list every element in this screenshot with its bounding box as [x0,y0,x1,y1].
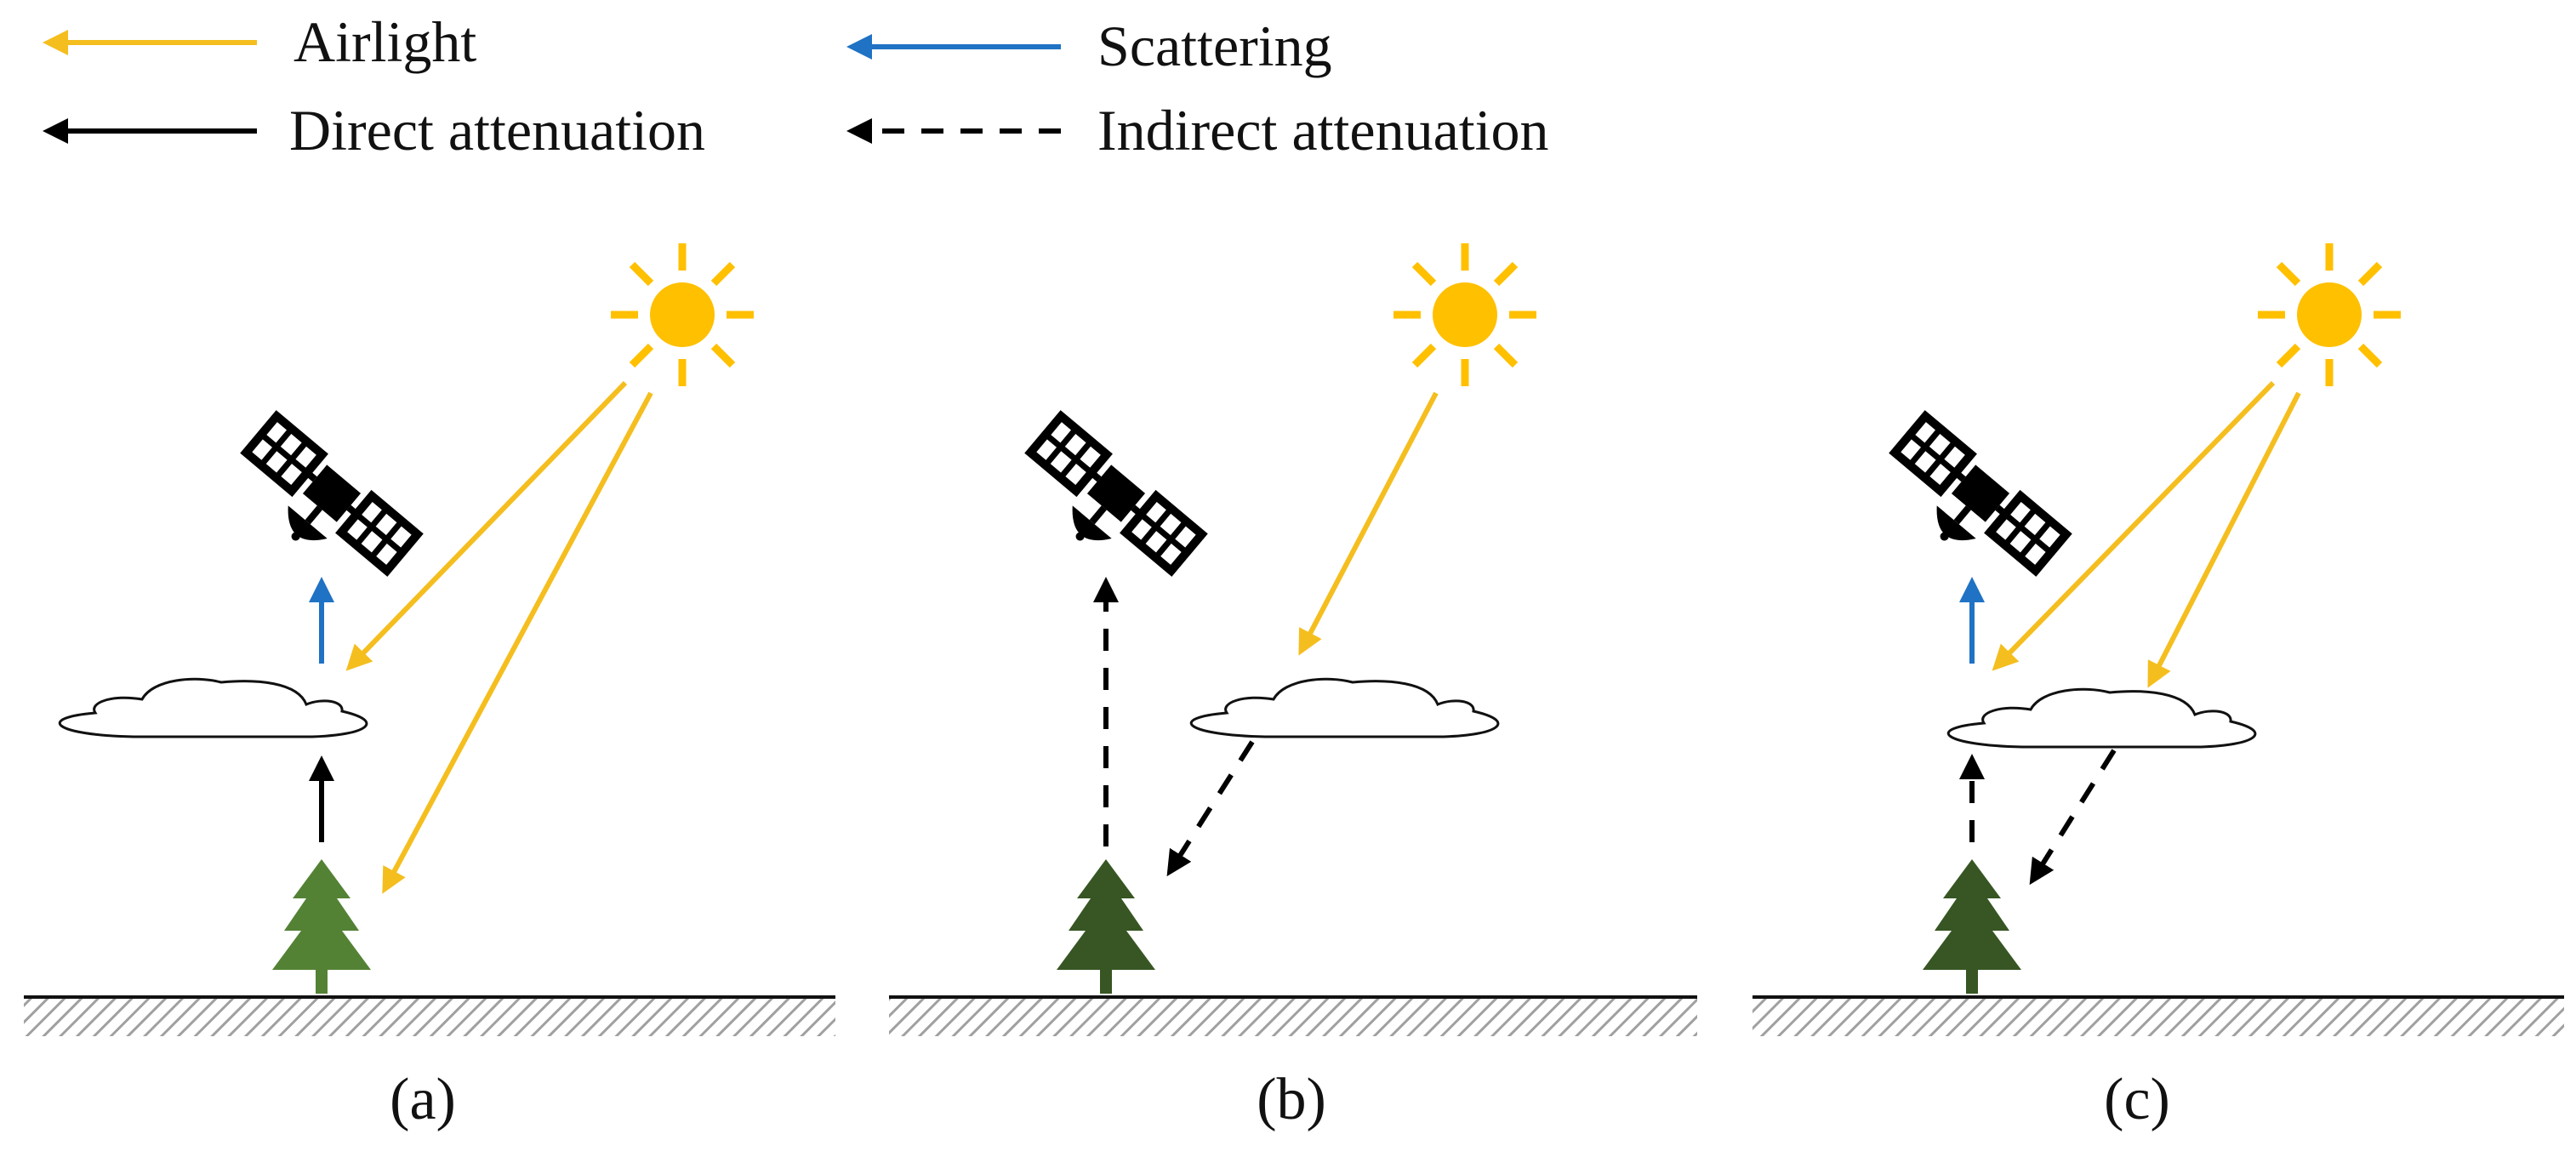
satellite-icon [1872,416,2066,599]
tree-icon [272,859,371,994]
legend-item-indirect-attenuation: Indirect attenuation [846,98,1549,162]
panel-caption: (b) [1257,1067,1326,1132]
airlight-arrow-to-cloud-left [1992,380,2276,671]
legend: Airlight Scattering Direct attenuation I… [43,9,1549,162]
cloud-icon [58,677,368,738]
airlight-arrow-to-tree [382,391,653,894]
sun-icon [1393,243,1536,386]
airlight-arrow-to-cloud [345,380,628,671]
legend-direct-label: Direct attenuation [289,98,705,162]
sun-icon [611,243,754,386]
legend-indirect-label: Indirect attenuation [1097,98,1549,162]
ground-hatch [889,997,1697,1036]
legend-item-airlight: Airlight [43,9,476,74]
legend-airlight-label: Airlight [294,9,476,74]
panel-caption: (a) [390,1067,456,1132]
ground-hatch [24,997,835,1036]
airlight-arrow-to-cloud [1298,391,1439,656]
sun-icon [2258,243,2401,386]
panel-c: (c) [1752,243,2564,1132]
airlight-arrow-to-cloud-right [2147,391,2301,688]
tree-icon [1923,859,2021,994]
satellite-icon [223,416,418,599]
indirect-attenuation-arrow-to-tree [2029,749,2117,886]
legend-scattering-label: Scattering [1097,14,1332,78]
ground-hatch [1752,997,2564,1036]
legend-item-direct-attenuation: Direct attenuation [43,98,705,162]
cloud-icon [1946,687,2257,749]
tree-icon [1057,859,1155,994]
satellite-icon [1007,416,1202,599]
cloud-icon [1189,677,1500,738]
legend-item-scattering: Scattering [846,14,1332,78]
panel-caption: (c) [2104,1067,2170,1132]
panel-b: (b) [889,243,1697,1132]
indirect-attenuation-arrow-to-tree [1166,740,1255,877]
panel-a: (a) [24,243,835,1132]
